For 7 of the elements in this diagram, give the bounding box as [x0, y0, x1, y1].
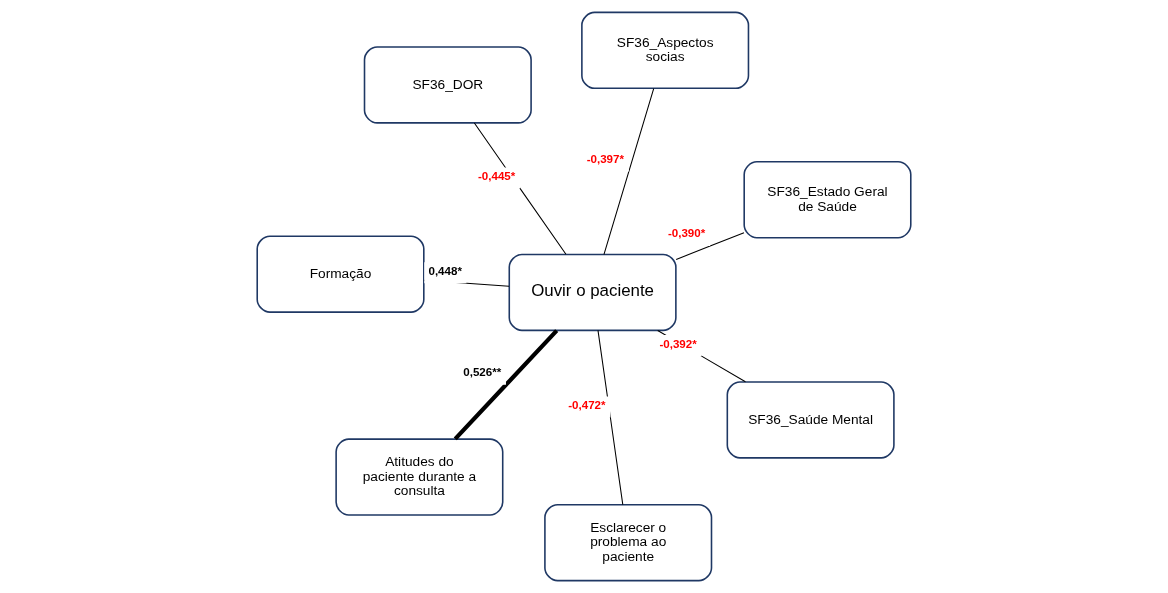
edge-label: -0,390* — [667, 227, 706, 240]
edge-label: -0,472* — [568, 398, 606, 411]
edge-label: 0,448* — [428, 264, 462, 277]
edge-label: -0,445* — [477, 169, 516, 182]
edge-label: -0,392* — [659, 337, 697, 350]
edge-label: -0,397* — [586, 152, 625, 165]
edge-label: 0,526** — [463, 366, 502, 379]
